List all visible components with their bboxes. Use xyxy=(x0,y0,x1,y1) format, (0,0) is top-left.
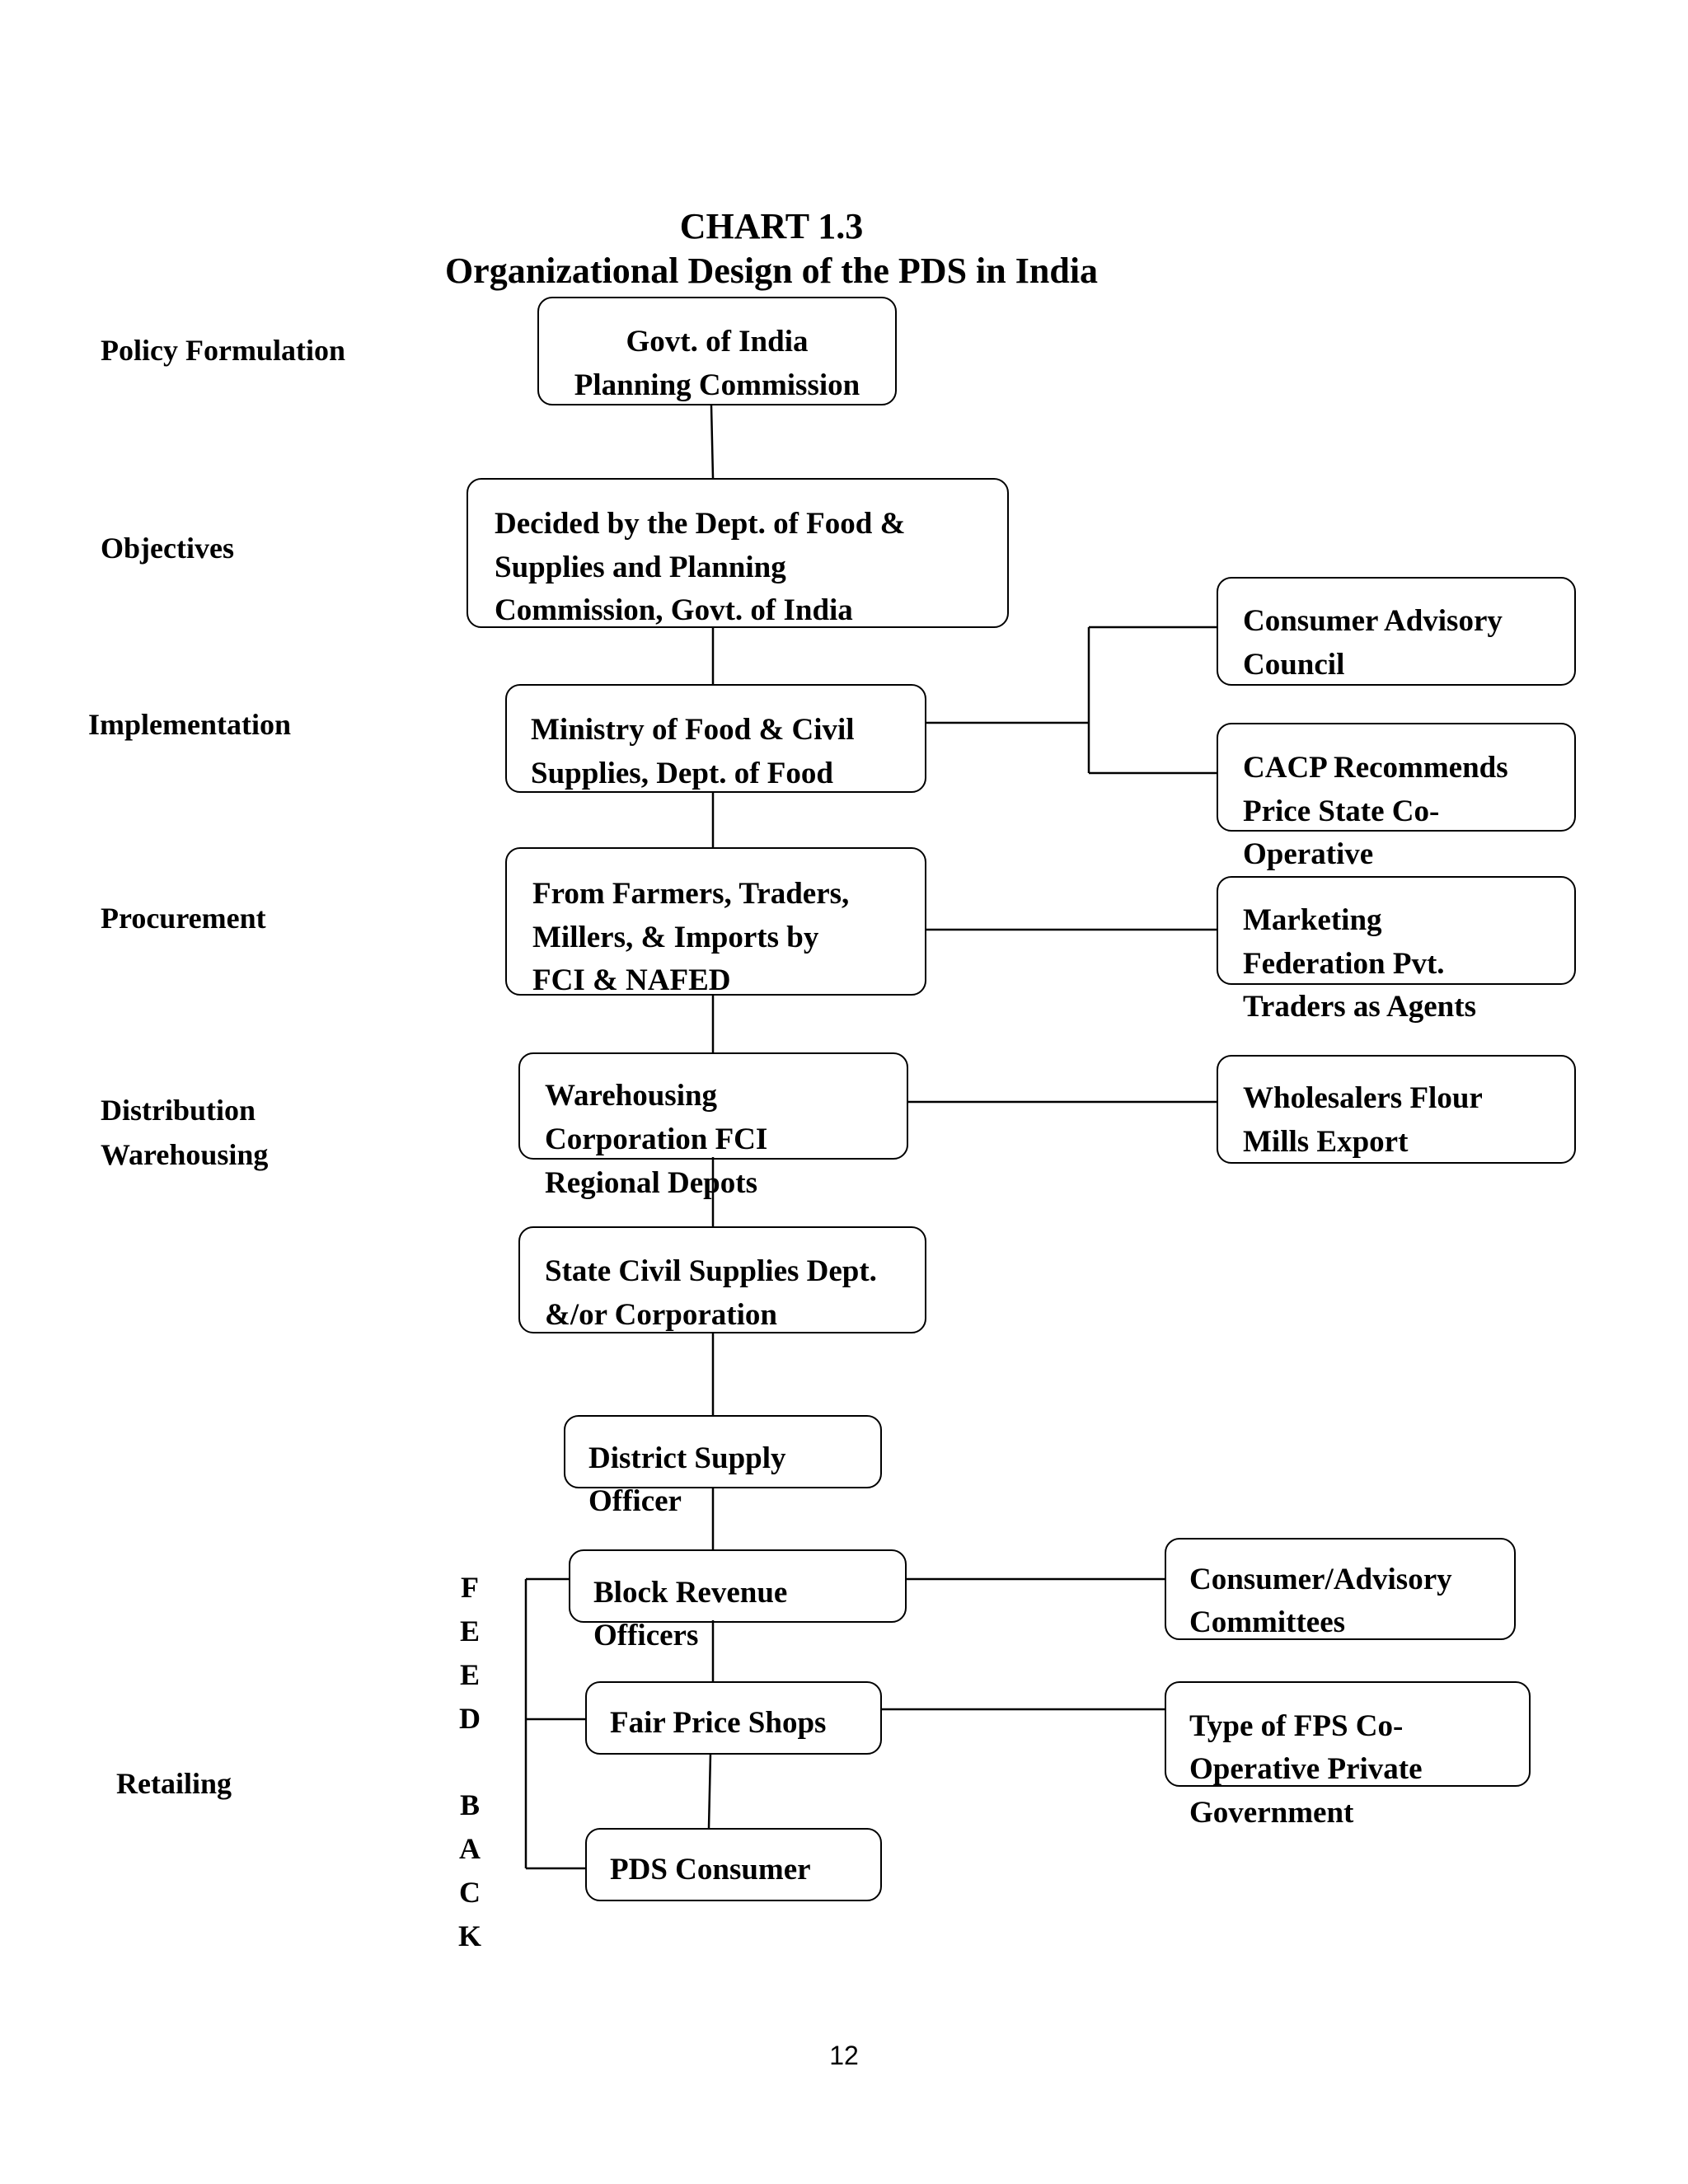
stage-policy: Policy Formulation xyxy=(101,334,345,367)
fps-type-line-1: Type of FPS Co- xyxy=(1189,1709,1404,1743)
consumer-box xyxy=(585,1828,882,1901)
fps-type-line-3: Government xyxy=(1189,1796,1354,1830)
feedback-letter-d: D xyxy=(459,1702,481,1735)
block-line-2: Officers xyxy=(593,1619,699,1652)
stage-procurement: Procurement xyxy=(101,902,266,935)
district-box xyxy=(564,1415,882,1488)
marketing-line-1: Marketing xyxy=(1243,903,1382,937)
stage-objectives: Objectives xyxy=(101,532,234,565)
feedback-letter-a: A xyxy=(459,1832,481,1865)
marketing-line-2: Federation Pvt. xyxy=(1243,947,1445,981)
govt-line-2: Planning Commission xyxy=(574,368,860,402)
objectives-line-2: Supplies and Planning xyxy=(495,551,786,584)
objectives-box xyxy=(467,478,1009,628)
ministry-line-1: Ministry of Food & Civil xyxy=(531,713,855,747)
stage-warehousing: Warehousing xyxy=(101,1138,269,1171)
consumer-committees-box xyxy=(1165,1538,1516,1640)
objectives-line-1: Decided by the Dept. of Food & xyxy=(495,507,906,541)
council-line-2: Council xyxy=(1243,648,1345,682)
district-line-2: Officer xyxy=(588,1484,682,1518)
state-box xyxy=(518,1226,926,1333)
wholesalers-line-2: Mills Export xyxy=(1243,1125,1409,1159)
cacp-line-1: CACP Recommends xyxy=(1243,751,1508,785)
govt-box xyxy=(537,297,897,405)
state-line-2: &/or Corporation xyxy=(545,1298,777,1332)
fps-type-line-2: Operative Private xyxy=(1189,1752,1423,1786)
warehousing-line-3: Regional Depots xyxy=(545,1166,757,1200)
block-line-1: Block Revenue xyxy=(593,1576,788,1610)
warehousing-box xyxy=(518,1052,908,1160)
feedback-letter-f: F xyxy=(461,1571,479,1604)
fps-line-1: Fair Price Shops xyxy=(610,1706,827,1740)
committees-line-2: Committees xyxy=(1189,1605,1346,1639)
warehousing-line-2: Corporation FCI xyxy=(545,1122,768,1156)
cacp-box xyxy=(1217,723,1576,832)
connector-govt-objectives xyxy=(710,405,715,479)
feedback-letter-k: K xyxy=(457,1919,481,1952)
feedback-letter-e1: E xyxy=(459,1615,480,1647)
feedback-letter-c: C xyxy=(459,1876,481,1909)
feedback-letter-b: B xyxy=(459,1788,480,1821)
chart-label: CHART 1.3 xyxy=(679,206,864,246)
page-title: Organizational Design of the PDS in Indi… xyxy=(444,251,1099,291)
ministry-box xyxy=(505,684,926,793)
marketing-box xyxy=(1217,876,1576,985)
procurement-line-3: FCI & NAFED xyxy=(532,963,731,997)
cacp-line-2: Price State Co- xyxy=(1243,794,1440,828)
ministry-line-2: Supplies, Dept. of Food xyxy=(531,757,833,790)
objectives-line-3: Commission, Govt. of India xyxy=(495,593,853,627)
marketing-line-3: Traders as Agents xyxy=(1243,990,1476,1024)
warehousing-line-1: Warehousing xyxy=(545,1079,718,1113)
wholesalers-line-1: Wholesalers Flour xyxy=(1243,1081,1483,1115)
stage-retailing: Retailing xyxy=(116,1767,232,1800)
procurement-line-1: From Farmers, Traders, xyxy=(532,877,850,911)
consumer-line-1: PDS Consumer xyxy=(610,1853,811,1886)
fps-type-box xyxy=(1165,1681,1531,1787)
page-number: 12 xyxy=(829,2041,859,2070)
stage-distribution: Distribution xyxy=(101,1094,256,1127)
block-box xyxy=(569,1549,907,1623)
state-line-1: State Civil Supplies Dept. xyxy=(545,1254,877,1288)
procurement-line-2: Millers, & Imports by xyxy=(532,921,819,954)
committees-line-1: Consumer/Advisory xyxy=(1189,1563,1452,1596)
procurement-box xyxy=(505,847,926,996)
wholesalers-box xyxy=(1217,1055,1576,1164)
govt-line-1: Govt. of India xyxy=(626,325,809,359)
cacp-line-3: Operative xyxy=(1243,837,1374,871)
district-line-1: District Supply xyxy=(588,1441,786,1475)
stage-implementation: Implementation xyxy=(88,708,291,741)
feedback-letter-e2: E xyxy=(459,1658,480,1691)
fps-box xyxy=(585,1681,882,1755)
consumer-advisory-council-box xyxy=(1217,577,1576,686)
connector-fps-consumer xyxy=(707,1752,712,1829)
council-line-1: Consumer Advisory xyxy=(1243,604,1503,638)
